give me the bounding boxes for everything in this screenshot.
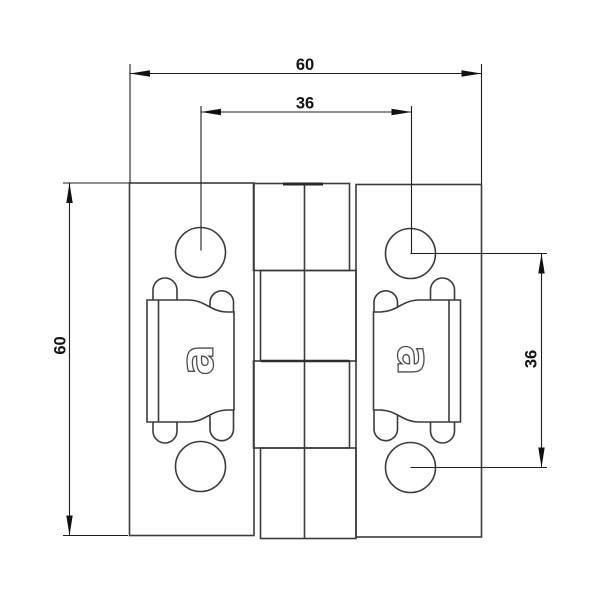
arrowhead-up-icon <box>538 253 545 274</box>
barrel-knuckle-segment <box>252 360 351 449</box>
arrowhead-right-icon <box>391 108 412 116</box>
arrowhead-right-icon <box>461 70 482 77</box>
clip-letter-marking-right: a <box>387 344 441 375</box>
barrel-knuckle-segment <box>252 182 351 272</box>
dimension-hole-pitch-horizontal: 36 <box>200 95 413 253</box>
clip-tab <box>209 409 235 442</box>
clip-left <box>146 277 235 444</box>
hinge-part: a a <box>128 182 483 540</box>
dimension-overall-height: 60 <box>52 182 130 537</box>
dimension-label-hole-pitch: 36 <box>296 95 314 113</box>
dimension-hole-pitch-vertical: 36 <box>410 252 547 469</box>
dimension-label-height: 60 <box>52 336 70 354</box>
clip-plate <box>146 299 235 423</box>
clip-plate <box>372 299 462 423</box>
clip-tab <box>152 277 178 302</box>
barrel-knuckle-segment <box>259 447 357 540</box>
clip-tab <box>152 420 178 444</box>
clip-tab <box>373 409 399 442</box>
clip-tab <box>373 290 399 313</box>
clip-tab <box>429 420 456 444</box>
arrowhead-left-icon <box>130 70 150 77</box>
clip-right <box>372 277 462 444</box>
arrowhead-up-icon <box>66 183 73 203</box>
clip-tab <box>429 277 456 302</box>
dimension-label-width: 60 <box>296 56 314 74</box>
hinge-left-leaf <box>128 182 255 537</box>
dimension-overall-width: 60 <box>129 56 483 184</box>
clip-letter-marking-left: a <box>170 344 224 375</box>
barrel-knuckle-segment <box>259 269 357 362</box>
arrowhead-down-icon <box>538 447 545 468</box>
arrowhead-left-icon <box>201 108 221 116</box>
clip-tab <box>209 290 235 313</box>
dimension-label-hole-pitch-vertical: 36 <box>523 350 541 368</box>
hole-bottom-left <box>174 440 227 493</box>
arrowhead-down-icon <box>66 515 73 536</box>
